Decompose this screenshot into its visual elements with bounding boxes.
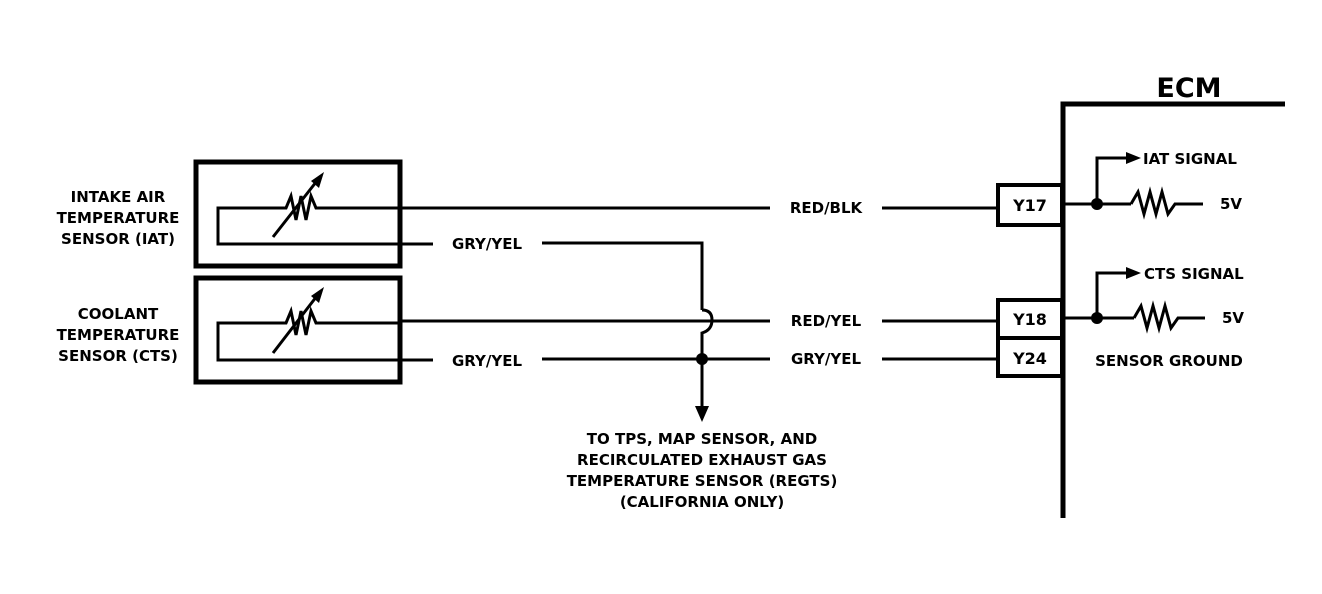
resistor-icon [1132, 300, 1205, 334]
ecm-boundary: ECM [1060, 73, 1285, 518]
svg-text:(CALIFORNIA ONLY): (CALIFORNIA ONLY) [620, 493, 784, 511]
svg-text:SENSOR (IAT): SENSOR (IAT) [61, 230, 175, 248]
svg-text:TEMPERATURE SENSOR (REGTS): TEMPERATURE SENSOR (REGTS) [567, 472, 838, 490]
thermistor-icon [216, 305, 400, 362]
cts-sensor [193, 275, 403, 385]
iat-ground-wire: GRY/YEL [400, 235, 714, 360]
iat-sensor [193, 159, 403, 269]
iat-sensor-label: INTAKE AIR TEMPERATURE SENSOR (IAT) [57, 188, 180, 248]
svg-text:INTAKE AIR: INTAKE AIR [71, 188, 166, 206]
svg-text:RED/BLK: RED/BLK [790, 199, 864, 217]
cts-ground-wire: GRY/YEL GRY/YEL [400, 350, 998, 422]
arrow-down-icon [695, 406, 709, 422]
svg-text:Y18: Y18 [1012, 310, 1047, 329]
cts-sensor-label: COOLANT TEMPERATURE SENSOR (CTS) [57, 305, 180, 365]
svg-text:Y17: Y17 [1012, 196, 1047, 215]
svg-text:SENSOR (CTS): SENSOR (CTS) [58, 347, 178, 365]
pin-y24: Y24 [996, 336, 1064, 378]
svg-text:GRY/YEL: GRY/YEL [452, 235, 522, 253]
svg-text:5V: 5V [1220, 195, 1242, 213]
pin-y17: Y17 [996, 183, 1064, 227]
sensor-ground-label: SENSOR GROUND [1095, 352, 1243, 370]
svg-text:Y24: Y24 [1012, 349, 1047, 368]
arrow-right-icon [1126, 152, 1141, 164]
svg-text:RED/YEL: RED/YEL [791, 312, 862, 330]
svg-text:TEMPERATURE: TEMPERATURE [57, 209, 180, 227]
svg-text:GRY/YEL: GRY/YEL [791, 350, 861, 368]
svg-text:IAT SIGNAL: IAT SIGNAL [1143, 150, 1237, 168]
cts-signal-wire: RED/YEL [400, 312, 998, 330]
svg-text:GRY/YEL: GRY/YEL [452, 352, 522, 370]
svg-text:COOLANT: COOLANT [78, 305, 159, 323]
svg-text:TO TPS, MAP SENSOR, AND: TO TPS, MAP SENSOR, AND [587, 430, 817, 448]
svg-text:TEMPERATURE: TEMPERATURE [57, 326, 180, 344]
ecm-iat-circuit: IAT SIGNAL 5V [1063, 150, 1242, 220]
iat-signal-wire: RED/BLK [400, 199, 998, 217]
ecm-title: ECM [1156, 73, 1221, 104]
svg-text:5V: 5V [1222, 309, 1244, 327]
arrow-right-icon [1126, 267, 1141, 279]
svg-text:RECIRCULATED EXHAUST GAS: RECIRCULATED EXHAUST GAS [577, 451, 827, 469]
resistor-icon [1129, 186, 1203, 220]
svg-text:CTS SIGNAL: CTS SIGNAL [1144, 265, 1244, 283]
thermistor-icon [216, 190, 400, 246]
splice-note: TO TPS, MAP SENSOR, AND RECIRCULATED EXH… [567, 430, 838, 511]
ecm-cts-circuit: CTS SIGNAL 5V SENSOR GROUND [1063, 265, 1244, 370]
pin-y18: Y18 [996, 298, 1064, 340]
